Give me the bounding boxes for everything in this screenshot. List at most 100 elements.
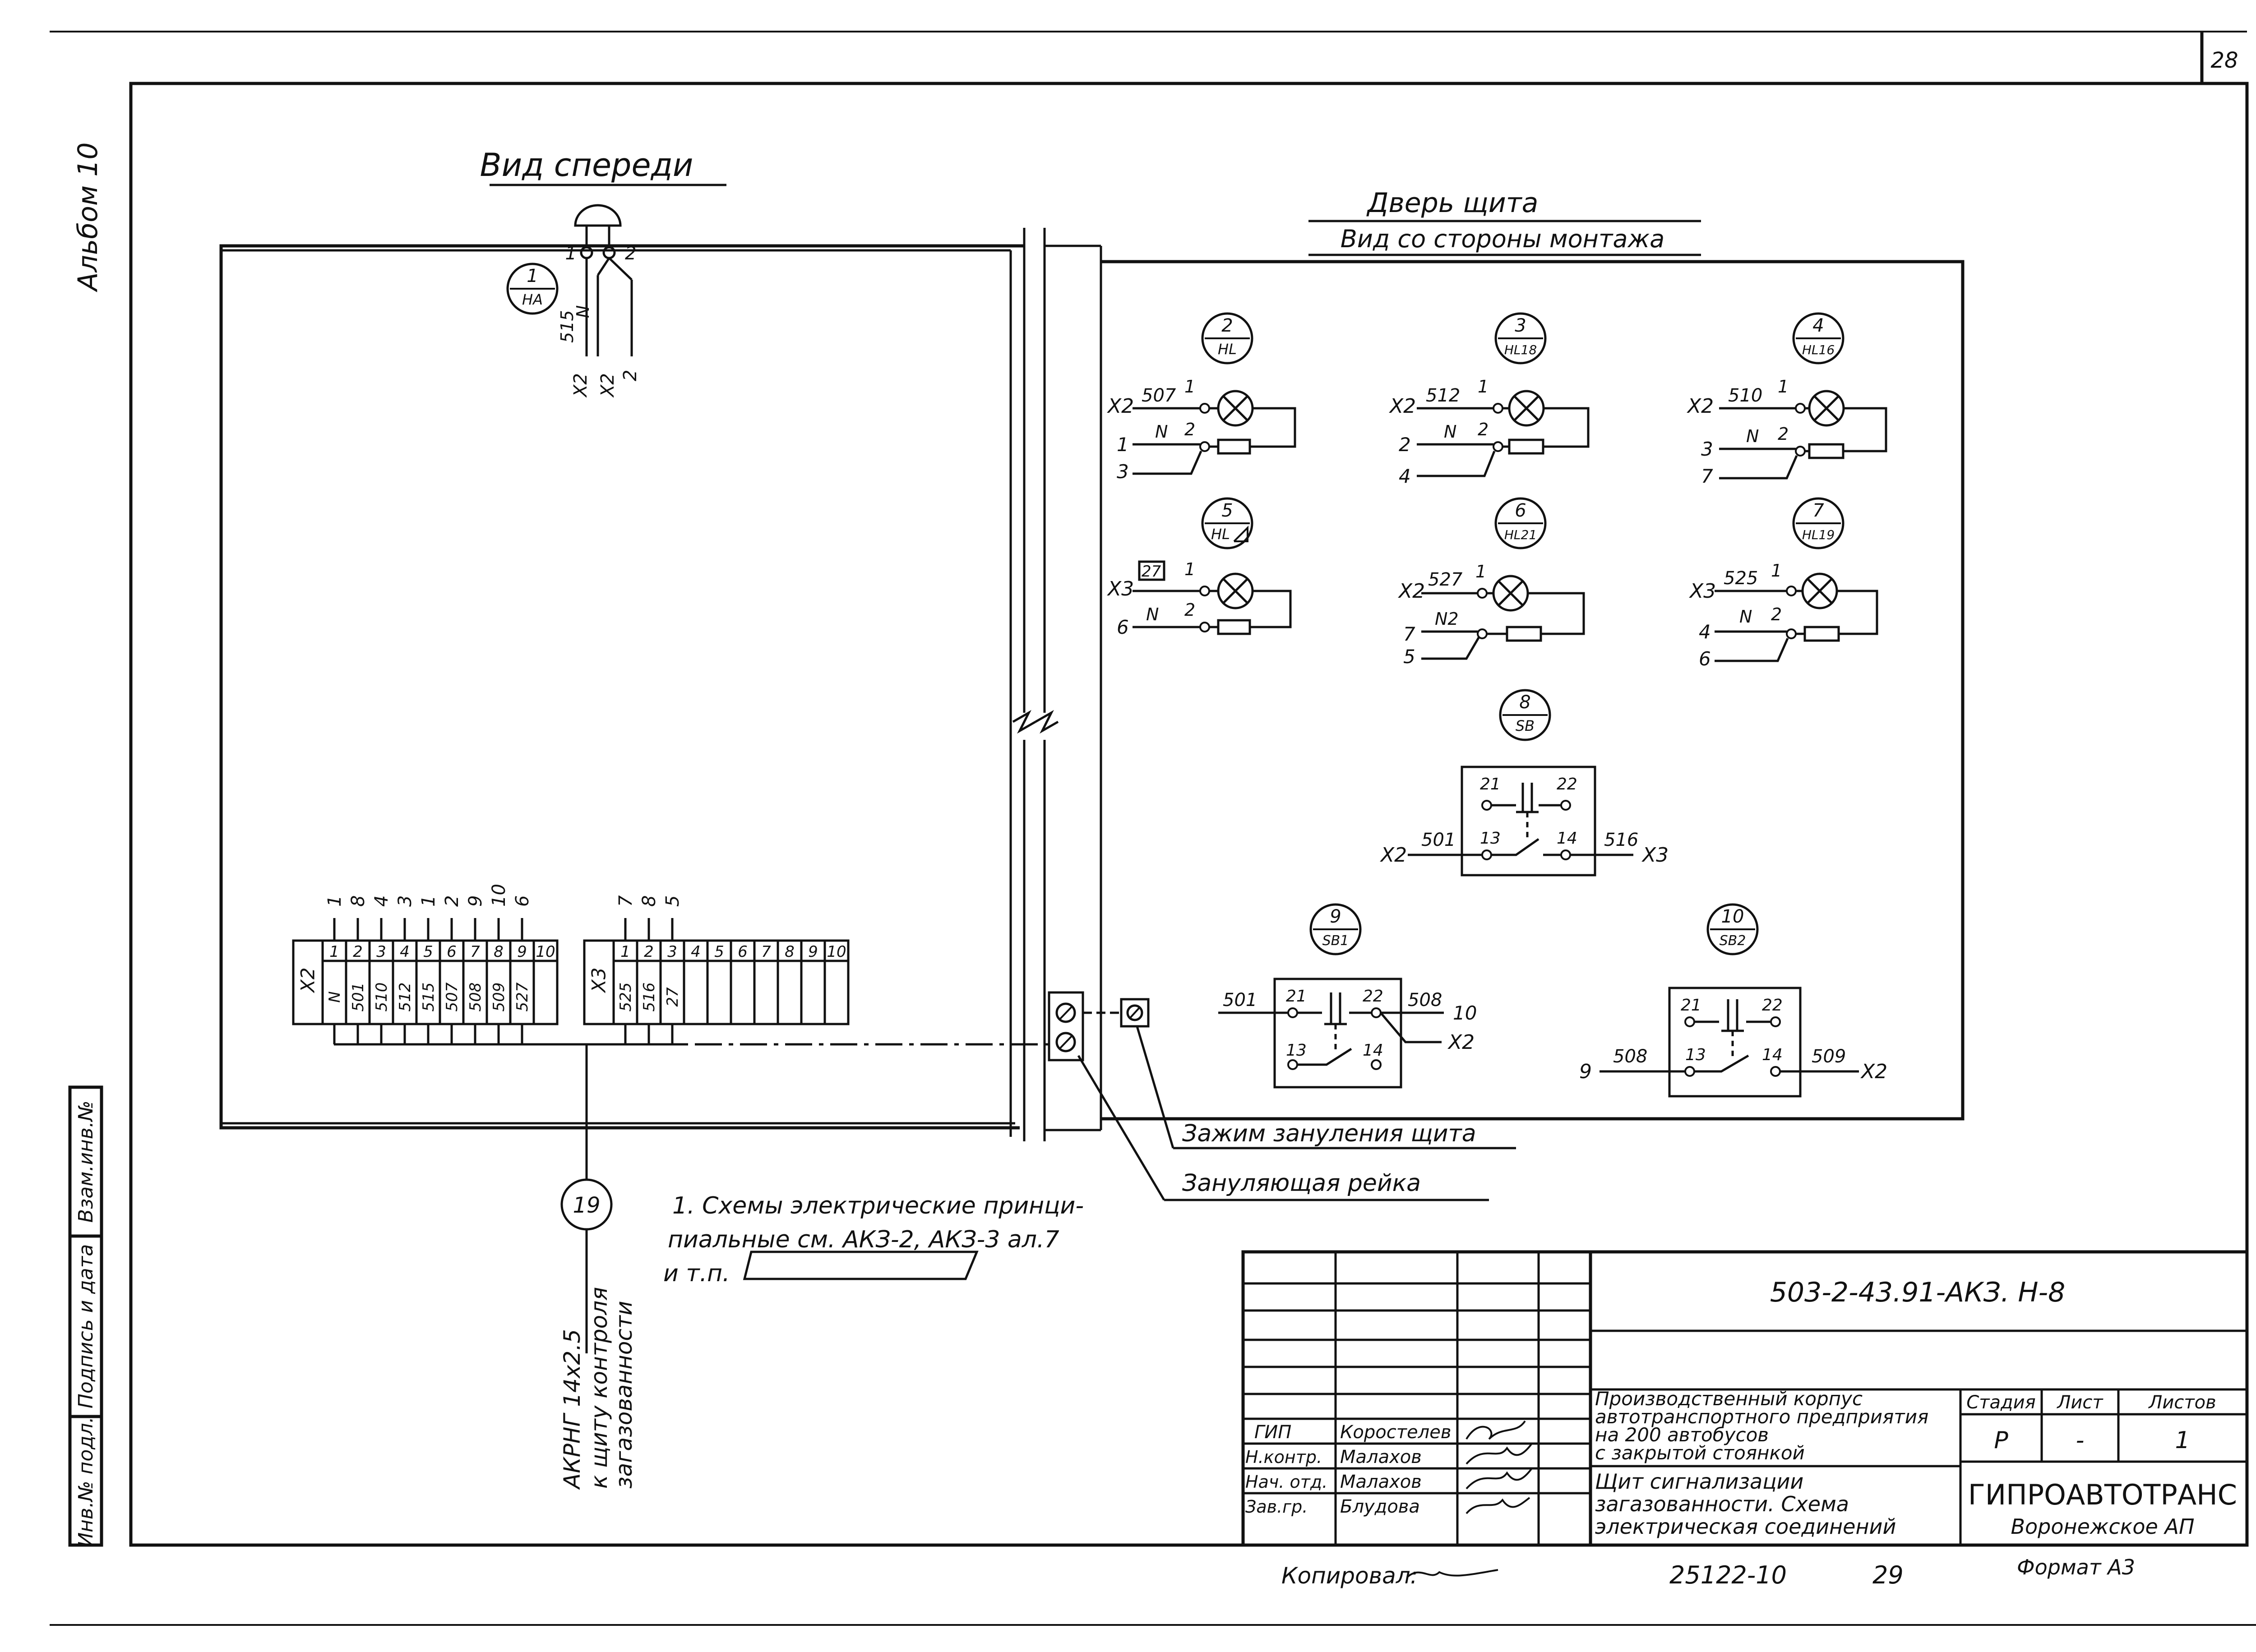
ha-wire-3-bend [608,257,633,281]
stage-value: Р [1994,1427,2008,1454]
lamp4-n: N [1746,426,1759,446]
copier-signature [1407,1569,1498,1578]
flash-icon [1233,526,1248,542]
ha-wire-515: 515 [557,310,577,343]
x3-wire-cell-8 [777,960,803,1025]
sb2-c21: 21 [1681,996,1701,1015]
lamp5-wire: 27 [1142,563,1161,581]
x2-top-8: 10 [489,884,509,907]
x3-wire-cell-6 [730,960,756,1025]
signature-2 [1465,1443,1533,1465]
x2-num-2: 2 [353,943,363,961]
lamp6-b: 5 [1403,646,1415,668]
x2-label: X2 [297,968,319,994]
x2-num-6: 6 [447,943,457,961]
lamp6-wire: 527 [1428,569,1463,590]
marker-7-code: HL19 [1802,527,1835,542]
x2-wire-2: 501 [349,983,367,1012]
door-subtitle: Вид со стороны монтажа [1341,225,1665,253]
x2-wire-6: 507 [443,982,461,1011]
lamp-circuit-5: X3 27 1 2 N 6 [1107,559,1292,638]
lamp3-t2: 2 [1478,420,1489,439]
name-gip: Коростелев [1340,1422,1451,1443]
lamp-circuit-7: X3 525 1 2 N 4 6 [1689,561,1878,670]
marker-6-pos: 6 [1515,500,1526,521]
note-line-1: 1. Схемы электрические принци- [672,1192,1084,1219]
role-ncontr: Н.контр. [1245,1447,1322,1467]
x3-num-8: 8 [785,943,795,961]
lamp6-a: 7 [1403,623,1415,645]
x3-num-2: 2 [644,943,654,961]
lamp6-n: N2 [1435,609,1459,629]
x2-wire-5: 515 [420,983,438,1012]
name-ncontr: Малахов [1340,1447,1422,1467]
role-nachotd: Нач. отд. [1245,1472,1327,1492]
lamp3-t1: 1 [1478,377,1489,397]
signature-3 [1465,1467,1533,1490]
marker-2-code: HL [1218,341,1237,358]
lamp6-terminal: X2 [1398,580,1425,603]
object-line-2: автотранспортного предприятия [1595,1406,1928,1428]
switch-sb1: 21 22 13 14 501 508 10 X2 [1218,978,1477,1089]
lamp5-n: N [1146,605,1159,624]
lamp6-t1: 1 [1475,562,1486,581]
lamp3-terminal: X2 [1389,395,1416,418]
lamp2-resistor [1217,438,1251,455]
sb-c14: 14 [1557,829,1577,848]
lamp-circuit-2: X2 507 1 2 N 1 3 [1107,377,1296,483]
marker-19-pos: 19 [573,1193,600,1218]
marker-4: 4 HL16 [1792,312,1845,365]
x3-wire-3: 27 [664,987,682,1007]
x3-wire-cell-7 [753,960,779,1025]
ha-x2-c: 2 [620,370,641,381]
marker-10: 10 SB2 [1706,903,1759,955]
marker-8-pos: 8 [1519,692,1530,713]
stamp-inv-sub: Инв.№ подл. [74,1417,97,1547]
page-number-box [2200,32,2249,1545]
sheets-header: Листов [2148,1392,2216,1413]
ha-x2-a: X2 [570,373,591,398]
lamp7-t2: 2 [1771,605,1782,624]
marker-5: 5 HL [1201,497,1253,549]
horn-terminal-1 [580,246,593,259]
horn-ha: 1 2 515 N X2 X2 2 [557,204,641,398]
lamp2-a: 1 [1117,434,1129,456]
role-gip: ГИП [1254,1422,1291,1443]
x2-top-3: 4 [371,895,392,907]
object-line-1: Производственный корпус [1595,1388,1863,1410]
door-outline [1101,260,1965,1121]
front-panel [219,228,1102,1141]
sheet-value: - [2076,1427,2085,1454]
order-number: 25122-10 [1669,1561,1787,1589]
door-title: Дверь щита [1366,187,1539,219]
sheet-title-3: электрическая соединений [1595,1514,1896,1539]
page-number: 28 [2210,48,2238,73]
marker-9-code: SB1 [1322,933,1349,949]
marker-5-code: HL [1211,526,1230,543]
stamp-replace-inv: Взам.инв.№ [74,1101,97,1223]
ground-clamp [1120,998,1150,1028]
marker-6-code: HL21 [1504,527,1537,542]
lamp-circuit-6: X2 527 1 N2 7 5 [1398,562,1585,668]
lamp4-b: 7 [1701,465,1713,487]
sheet-header: Лист [2056,1392,2103,1413]
ha-term-1: 1 [565,243,577,264]
sb2-c14: 14 [1762,1046,1783,1064]
marker-2-pos: 2 [1221,315,1233,336]
lamp-circuit-3: X2 512 1 2 N 2 4 [1389,377,1590,487]
ha-wire-n: N [573,305,593,318]
horn-symbol [574,204,622,227]
sb1-c21: 21 [1286,987,1307,1006]
x3-top-3: 5 [662,895,683,907]
lamp4-resistor [1808,443,1845,459]
ha-wire-2-bend [596,257,610,276]
x3-num-5: 5 [714,943,724,961]
sb2-c22: 22 [1762,996,1783,1015]
marker-2: 2 HL [1201,312,1253,365]
lamp5-resistor [1217,619,1251,635]
note-line-2: пиальные см. АКЗ-2, АКЗ-3 ал.7 [668,1226,1059,1253]
sb-c13: 13 [1480,829,1501,848]
x2-num-5: 5 [423,943,433,961]
sb-right-term: X3 [1641,844,1669,867]
cable-dest-1: к щиту контроля [586,1287,612,1489]
